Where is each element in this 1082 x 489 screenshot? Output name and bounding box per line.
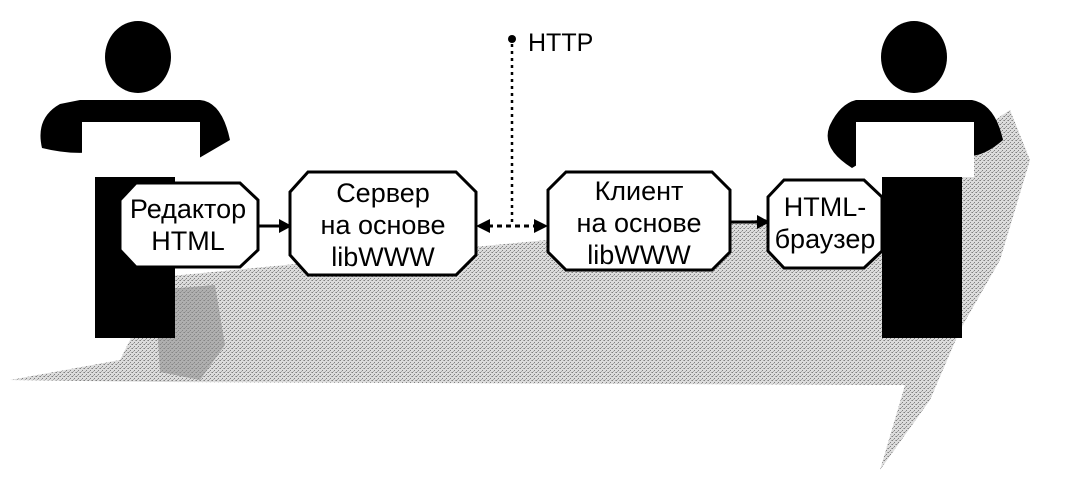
browser-box: HTML- браузер xyxy=(766,178,884,270)
client-line-3: libWWW xyxy=(587,240,691,270)
browser-line-1: HTML- xyxy=(784,192,867,222)
arrow-server-client-bidirectional xyxy=(476,219,548,233)
server-line-1: Сервер xyxy=(336,178,430,208)
server-box: Сервер на основе libWWW xyxy=(288,170,478,277)
editor-line-1: Редактор xyxy=(130,194,246,224)
person-right-icon xyxy=(827,21,1003,338)
client-line-1: Клиент xyxy=(595,176,684,206)
http-marker-dot xyxy=(508,35,516,43)
server-line-3: libWWW xyxy=(331,242,435,272)
http-label: HTTP xyxy=(528,29,593,57)
arrow-editor-to-server xyxy=(258,219,292,233)
client-line-2: на основе xyxy=(577,208,702,238)
arrow-client-to-browser xyxy=(730,215,770,229)
browser-line-2: браузер xyxy=(775,224,876,254)
server-line-2: на основе xyxy=(321,210,446,240)
editor-box: Редактор HTML xyxy=(118,181,260,269)
editor-line-2: HTML xyxy=(151,226,225,256)
client-box: Клиент на основе libWWW xyxy=(546,170,732,272)
floor-shading xyxy=(10,110,1030,470)
